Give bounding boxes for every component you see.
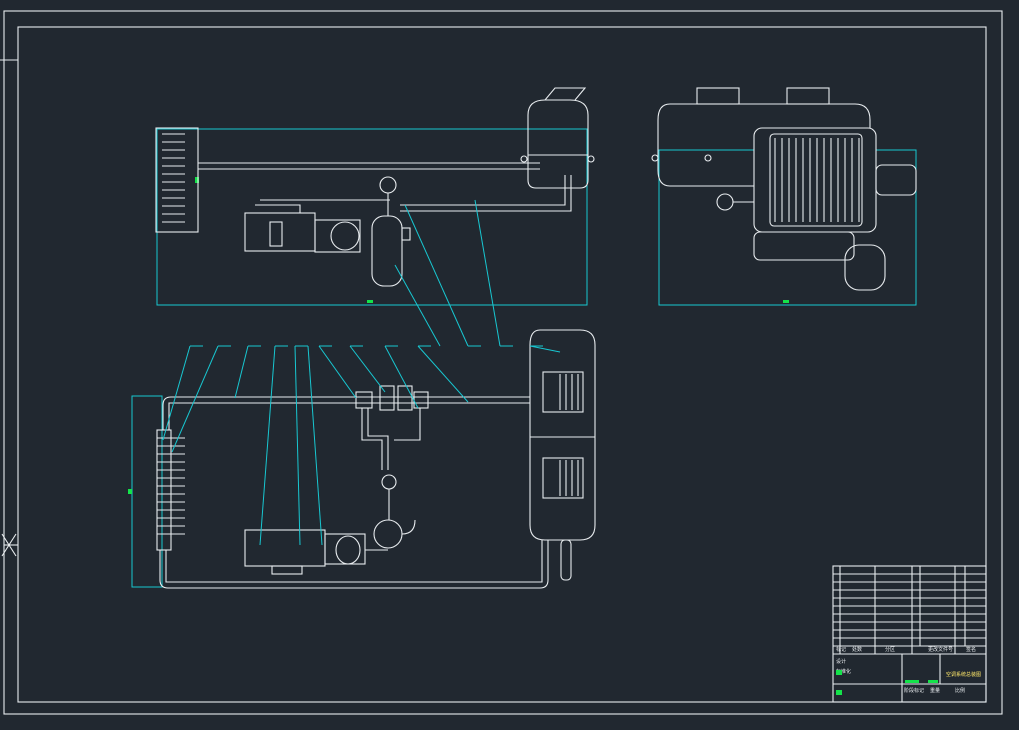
tb-drawing-name: 空调系统总装图: [946, 671, 981, 678]
plan-view: [128, 329, 596, 589]
tb-row-1: 标准化: [836, 668, 851, 675]
tb-row-3: 重量: [930, 687, 940, 694]
tb-header-2: 分区: [885, 646, 895, 653]
tb-header-3: 更改文件号: [928, 646, 953, 653]
outer-frame: [3, 10, 1003, 715]
tb-header-0: 标记: [836, 646, 846, 653]
leader-lines: [162, 199, 561, 546]
tb-header-4: 签名: [966, 646, 976, 653]
tb-row-0: 设计: [836, 658, 846, 665]
tb-row-4: 比例: [955, 687, 965, 694]
left-edge-cross-mark: [1, 533, 18, 557]
tb-row-2: 阶段标记: [904, 687, 924, 694]
end-elevation-view: [651, 87, 917, 306]
side-elevation-view: [155, 87, 595, 306]
title-block: 标记 处数 分区 更改文件号 签名 空调系统总装图 设计 标准化 阶段标记 重量…: [832, 565, 987, 703]
inner-frame: [17, 26, 987, 703]
tb-header-1: 处数: [852, 646, 862, 653]
